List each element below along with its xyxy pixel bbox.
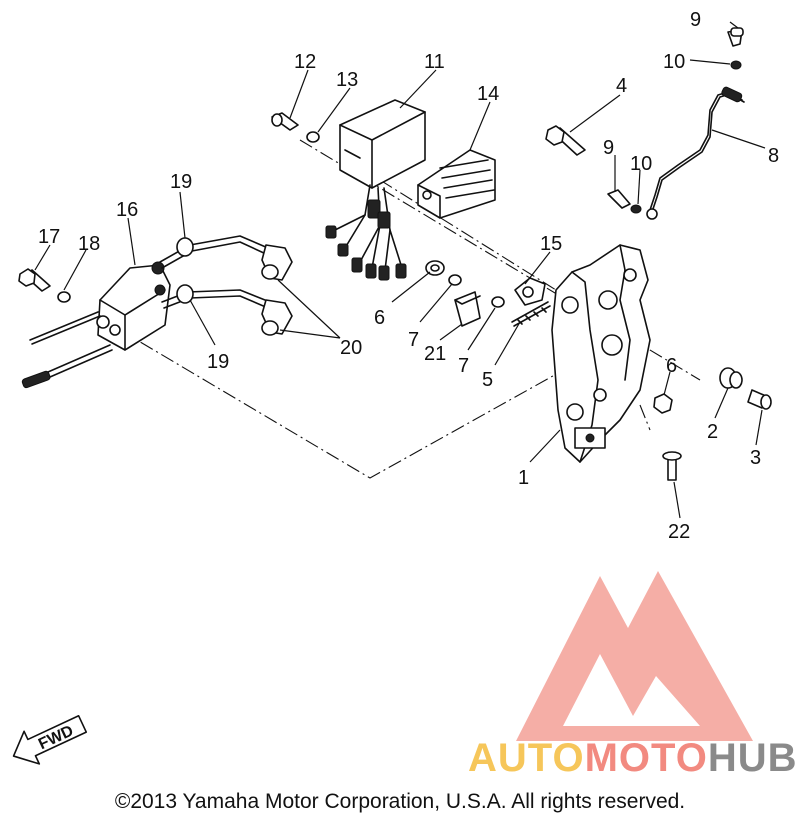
plug-cap-20-top <box>261 244 293 281</box>
part-label: 2 <box>707 421 718 443</box>
screw-5 <box>511 301 551 327</box>
part-label: 12 <box>294 51 316 73</box>
watermark-moto: MOTO <box>584 736 708 780</box>
part-label: 10 <box>663 51 685 73</box>
automotohub-logo-icon <box>516 571 753 741</box>
part-label: 8 <box>768 145 779 167</box>
holder-21 <box>454 291 481 327</box>
copyright-notice: ©2013 Yamaha Motor Corporation, U.S.A. A… <box>114 790 686 813</box>
bolt-12 <box>271 112 299 131</box>
part-label: 19 <box>207 351 229 373</box>
bolt-4 <box>545 125 586 156</box>
clamp-15 <box>514 277 546 306</box>
bolt-22 <box>662 451 682 481</box>
part-label: 20 <box>340 337 362 359</box>
watermark-hub: HUB <box>707 736 798 780</box>
leader-lines <box>34 21 766 519</box>
part-label: 11 <box>424 51 445 73</box>
rectifier-14 <box>417 149 496 219</box>
watermark-auto: AUTO <box>468 736 585 780</box>
washer-10-top <box>730 60 742 70</box>
part-label: 1 <box>518 467 529 489</box>
nut-6-right <box>653 393 673 414</box>
part-label: 19 <box>170 171 192 193</box>
part-label: 22 <box>668 521 690 543</box>
part-label: 9 <box>603 137 614 159</box>
part-label: 6 <box>374 307 385 329</box>
bolt-9-top <box>727 27 744 47</box>
bolt-17 <box>18 268 51 292</box>
washer-7-b <box>491 296 505 308</box>
part-number-labels: 1 2 3 4 5 6 6 7 7 8 9 9 10 10 11 12 13 1… <box>38 9 779 543</box>
part-label: 18 <box>78 233 100 255</box>
washer-13 <box>306 131 320 143</box>
part-label: 4 <box>616 75 627 97</box>
part-label: 9 <box>690 9 701 31</box>
grommet-2 <box>719 367 743 389</box>
part-label: 10 <box>630 153 652 175</box>
ignition-coil-16 <box>21 261 171 389</box>
bolt-9-lower <box>607 189 631 209</box>
washer-18 <box>57 291 71 303</box>
part-label: 14 <box>477 83 499 105</box>
part-label: 15 <box>540 233 562 255</box>
cdi-unit <box>325 99 426 281</box>
part-label: 17 <box>38 226 60 248</box>
bracket-1 <box>551 244 651 463</box>
part-label: 6 <box>666 355 677 377</box>
bolt-3 <box>747 389 772 410</box>
part-label: 16 <box>116 199 138 221</box>
high-tension-cord-19-top <box>159 235 269 269</box>
part-label: 5 <box>482 369 493 391</box>
ground-lead-8 <box>646 86 745 220</box>
plug-cap-20-bottom <box>261 299 293 336</box>
part-label: 3 <box>750 447 761 469</box>
watermark-wordmark: AUTOMOTOHUB <box>468 736 798 781</box>
part-label: 13 <box>336 69 358 91</box>
fwd-arrow-icon: FWD <box>12 714 88 765</box>
part-label: 21 <box>424 343 446 365</box>
part-label: 7 <box>408 329 419 351</box>
nut-6-left <box>425 260 445 276</box>
high-tension-cord-19-bottom <box>161 284 271 309</box>
washer-10-lower <box>630 204 642 214</box>
part-label: 7 <box>458 355 469 377</box>
automotohub-watermark: AUTOMOTOHUB <box>468 566 797 781</box>
washer-7-a <box>448 274 462 286</box>
